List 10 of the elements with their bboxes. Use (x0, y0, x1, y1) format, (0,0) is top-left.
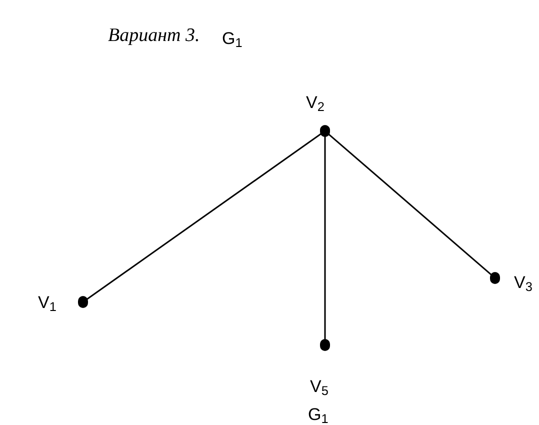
graph-edge (86, 133, 322, 300)
graph-edge (324, 136, 326, 340)
vertex-label: V$_{3}$ (514, 272, 532, 296)
vertex-label: V$_{2}$ (306, 92, 324, 116)
vertex-label: V$_{5}$ (310, 376, 328, 400)
title: Вариант 3. (108, 24, 200, 48)
graph-label: G$_{1}$ (222, 28, 242, 52)
graph-label: G$_{1}$ (308, 404, 328, 425)
vertex-label: V$_{1}$ (38, 292, 56, 316)
graph-edge (328, 134, 492, 276)
